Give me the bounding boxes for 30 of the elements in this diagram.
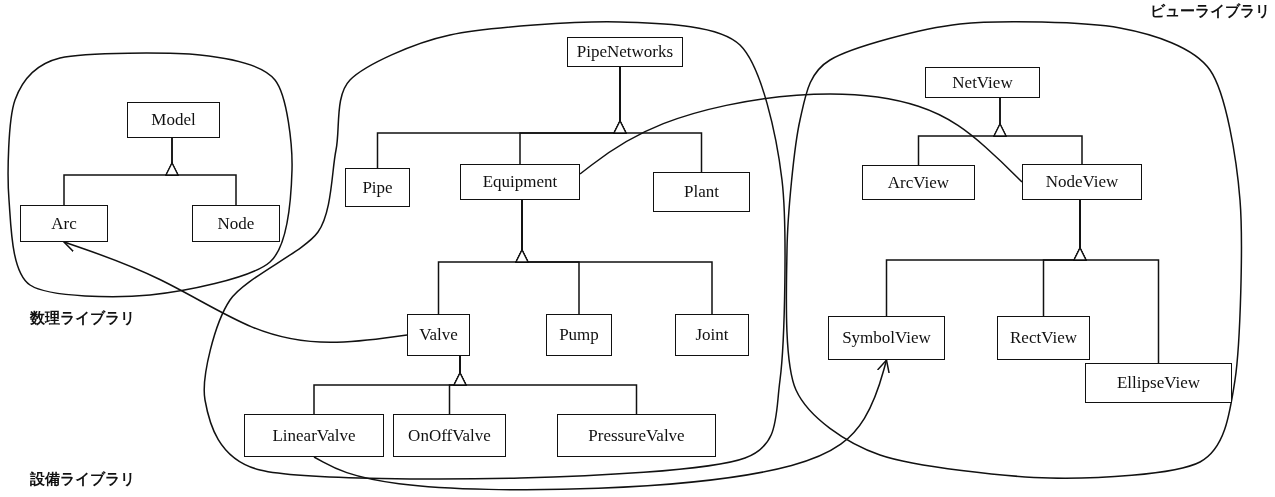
class-box: Node	[192, 205, 280, 242]
association-arrow	[63, 239, 408, 344]
inheritance-line	[993, 97, 1083, 165]
library-label: 数理ライブラリ	[30, 309, 135, 328]
class-box: RectView	[997, 316, 1090, 360]
inheritance-line	[453, 355, 638, 415]
library-label: 設備ライブラリ	[30, 470, 135, 489]
association-arrow	[313, 359, 890, 491]
class-box: Plant	[653, 172, 750, 212]
class-box: SymbolView	[828, 316, 945, 360]
class-box: OnOffValve	[393, 414, 506, 457]
class-box: NetView	[925, 67, 1040, 98]
class-box: Valve	[407, 314, 470, 356]
class-box: Pipe	[345, 168, 410, 207]
inheritance-line	[165, 137, 237, 206]
class-box: PressureValve	[557, 414, 716, 457]
inheritance-line	[613, 66, 703, 173]
class-box: Model	[127, 102, 220, 138]
class-box: NodeView	[1022, 164, 1142, 200]
inheritance-line	[1073, 199, 1160, 364]
class-box: Arc	[20, 205, 108, 242]
library-label: ビューライブラリ	[1150, 2, 1270, 21]
class-box: EllipseView	[1085, 363, 1232, 403]
class-box: PipeNetworks	[567, 37, 683, 67]
inheritance-line	[515, 199, 713, 315]
class-box: ArcView	[862, 165, 975, 200]
class-box: Pump	[546, 314, 612, 356]
class-box: Joint	[675, 314, 749, 356]
class-box: LinearValve	[244, 414, 384, 457]
class-box: Equipment	[460, 164, 580, 200]
